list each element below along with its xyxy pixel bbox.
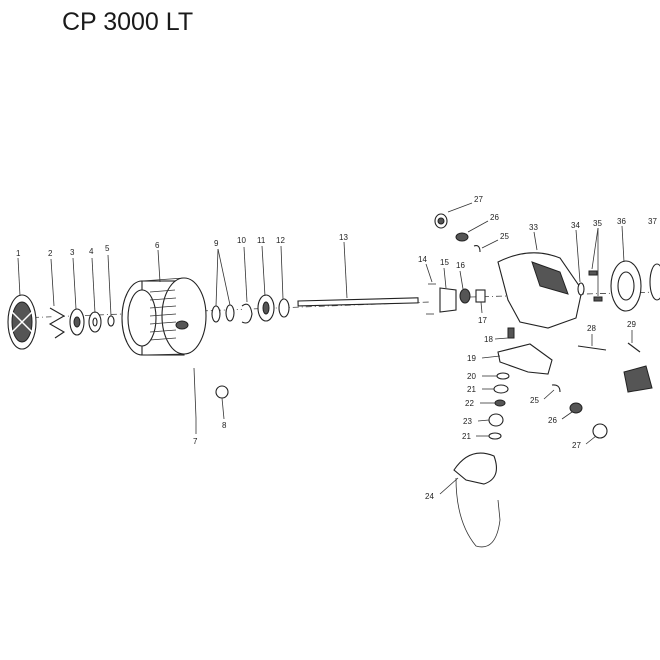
label-14: 14 [418, 255, 427, 264]
leader-lines [17, 202, 633, 495]
label-24: 24 [425, 492, 434, 501]
label-20: 20 [467, 372, 476, 381]
label-25-top: 25 [500, 232, 509, 241]
label-17: 17 [478, 316, 487, 325]
part-27-knob-bottom [592, 423, 608, 439]
part-35-screw-a [588, 270, 598, 276]
label-33: 33 [529, 223, 538, 232]
part-21-washer-b [488, 432, 502, 440]
label-21a: 21 [467, 385, 476, 394]
label-29: 29 [627, 320, 636, 329]
label-23: 23 [463, 417, 472, 426]
part-21-washer-a [493, 384, 509, 394]
part-29-pin [627, 342, 641, 353]
label-22: 22 [465, 399, 474, 408]
part-10-clip [241, 303, 253, 324]
part-34-washer [577, 282, 585, 296]
label-1: 1 [16, 249, 21, 258]
part-4-washer [88, 311, 102, 333]
label-2: 2 [48, 249, 53, 258]
label-4: 4 [89, 247, 94, 256]
label-12: 12 [276, 236, 285, 245]
part-20-washer [496, 372, 510, 380]
label-16: 16 [456, 261, 465, 270]
part-18-screw [507, 327, 515, 339]
label-34: 34 [571, 221, 580, 230]
label-26-top: 26 [490, 213, 499, 222]
label-19: 19 [467, 354, 476, 363]
label-8: 8 [222, 421, 227, 430]
part-11-bushing [257, 294, 275, 322]
part-23-roller [488, 413, 504, 427]
label-37: 37 [648, 217, 657, 226]
label-27-bottom: 27 [572, 441, 581, 450]
part-17-plate [475, 289, 486, 303]
part-25-clip-top [473, 245, 481, 253]
part-24-bail [453, 452, 501, 548]
label-15: 15 [440, 258, 449, 267]
part-27-knob-top [434, 213, 448, 229]
label-5: 5 [105, 244, 110, 253]
label-9: 9 [214, 239, 219, 248]
label-21b: 21 [462, 432, 471, 441]
label-10: 10 [237, 236, 246, 245]
part-7-pin [193, 367, 197, 419]
part-28-pin [577, 345, 607, 351]
label-18: 18 [484, 335, 493, 344]
part-1-drag-knob [7, 294, 37, 350]
label-27-top: 27 [474, 195, 483, 204]
label-35: 35 [593, 219, 602, 228]
part-37 [649, 263, 660, 301]
part-5-clip [107, 315, 115, 327]
part-8-ring [215, 385, 229, 399]
label-6: 6 [155, 241, 160, 250]
part-33-body [497, 252, 583, 329]
part-22-bearing [494, 399, 506, 407]
part-bail-holder [623, 365, 653, 393]
part-2-spring [48, 307, 66, 339]
diagram-title: CP 3000 LT [62, 8, 194, 36]
label-7: 7 [193, 437, 198, 446]
part-15-plate [439, 287, 457, 313]
label-36: 36 [617, 217, 626, 226]
label-28: 28 [587, 324, 596, 333]
part-26-nut-top [455, 232, 469, 242]
part-3-washer [69, 308, 85, 336]
label-3: 3 [70, 248, 75, 257]
part-35-screw-b [593, 296, 603, 302]
label-11: 11 [257, 236, 266, 245]
part-9-washer-a [211, 305, 221, 323]
part-6-spool [121, 277, 207, 356]
part-12-washer [278, 298, 290, 318]
label-13: 13 [339, 233, 348, 242]
label-25-bottom: 25 [530, 396, 539, 405]
part-16-nut [459, 288, 471, 304]
part-36-rotor [610, 260, 642, 312]
part-25-clip-bottom [551, 384, 561, 393]
part-19-arm [497, 343, 553, 375]
label-26-bottom: 26 [548, 416, 557, 425]
part-13-main-shaft [297, 297, 419, 307]
part-9-washer-b [225, 304, 235, 322]
part-26-nut-bottom [569, 402, 583, 414]
